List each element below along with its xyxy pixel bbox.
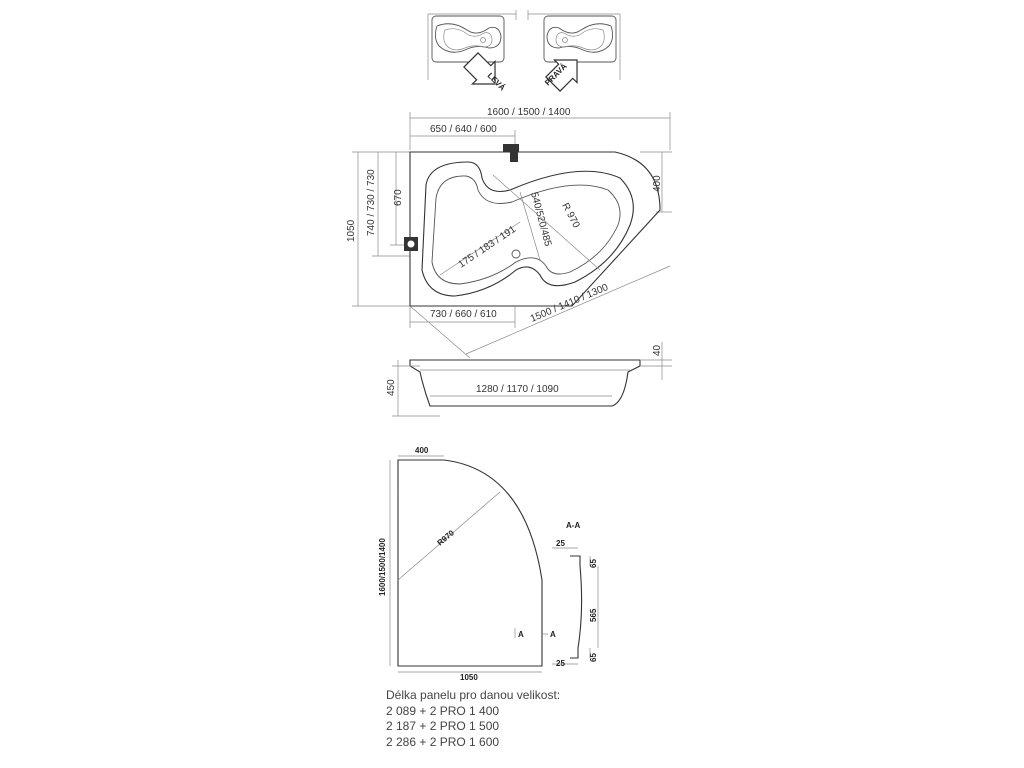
dim-diag-depth: 540/520/485: [528, 191, 553, 248]
dim-sec-top: 25: [556, 539, 565, 548]
panel-length-notes: Délka panelu pro danou velikost: 2 089 +…: [386, 688, 560, 750]
outer-contour: [409, 151, 661, 307]
dim-sec-bot-h: 65: [589, 653, 598, 662]
dim-rim: 40: [652, 344, 663, 356]
tub-outline-outer: [421, 161, 634, 297]
faucet-icon: [503, 144, 519, 162]
dim-height-left: 740 / 730 / 730: [366, 169, 377, 236]
dim-sec-mid: 565: [589, 608, 598, 622]
panel-contour: [397, 459, 543, 667]
notes-title: Délka panelu pro danou velikost:: [386, 688, 561, 702]
dim-right-side: 400: [652, 175, 663, 192]
tub-outline-inner: [431, 175, 621, 285]
top-view: 1600 / 1500 / 1400 650 / 640 / 600 1050 …: [346, 107, 672, 359]
dim-panel-top: 400: [415, 446, 429, 455]
overflow-icon: [404, 237, 418, 251]
drain-icon: [511, 249, 521, 259]
dim-radius: R 970: [559, 201, 581, 230]
side-view: 450 40 1280 / 1170 / 1090: [386, 342, 672, 417]
dim-bottom-part: 730 / 660 / 610: [430, 309, 497, 320]
dim-height-inner: 670: [393, 189, 404, 206]
dim-height-total: 1050: [346, 219, 357, 242]
panel-view: 400 R970 1600/1500/1400 1050 A A A-A 25 …: [378, 446, 599, 682]
side-contour: [409, 359, 641, 407]
dim-sec-top-h: 65: [589, 559, 598, 568]
dim-panel-bottom: 1050: [460, 673, 478, 682]
orientation-icon-left: LEVÁ: [427, 10, 517, 93]
section-mark-right: A: [550, 630, 556, 639]
notes-line-2: 2 187 + 2 PRO 1 500: [386, 719, 500, 733]
section-profile: [570, 555, 583, 659]
dim-diag-length: 1500 / 1410 / 1300: [529, 282, 610, 325]
dim-inner-width: 175 / 183 / 191: [457, 224, 519, 271]
orientation-icon-right: PRAVÁ: [527, 10, 621, 92]
dim-panel-radius: R970: [436, 528, 457, 548]
dim-panel-height: 1600/1500/1400: [378, 538, 387, 596]
dim-inner-length: 1280 / 1170 / 1090: [476, 384, 559, 395]
dim-side-height: 450: [386, 379, 397, 396]
dim-sec-bot: 25: [556, 659, 565, 668]
dim-width-total: 1600 / 1500 / 1400: [487, 107, 571, 118]
notes-line-1: 2 089 + 2 PRO 1 400: [386, 703, 500, 718]
dim-width-part: 650 / 640 / 600: [430, 124, 497, 135]
section-mark-left: A: [518, 630, 524, 639]
notes-line-3: 2 286 + 2 PRO 1 600: [386, 734, 500, 749]
section-title: A-A: [566, 521, 580, 530]
